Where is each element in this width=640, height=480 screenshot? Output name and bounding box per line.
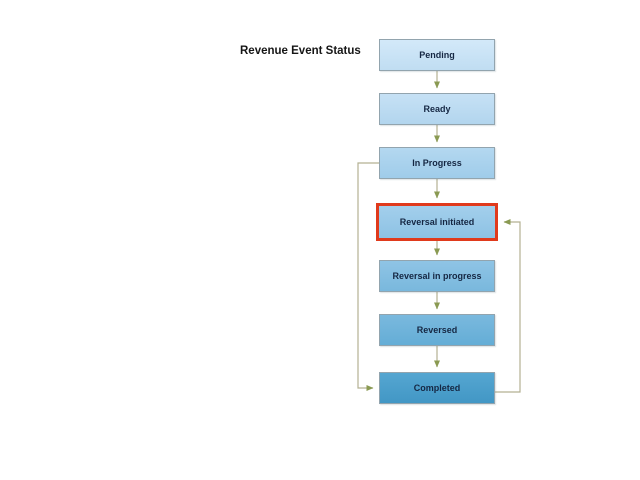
- diagram-title: Revenue Event Status: [240, 45, 361, 57]
- node-pending: Pending: [379, 39, 495, 71]
- node-in-progress: In Progress: [379, 147, 495, 179]
- node-reversed: Reversed: [379, 314, 495, 346]
- node-pending-label: Pending: [419, 50, 455, 60]
- node-completed: Completed: [379, 372, 495, 404]
- node-reversal-in-progress-label: Reversal in progress: [392, 271, 482, 281]
- edge-in-progress-bypass-to-completed-arrow: [357, 162, 379, 391]
- node-in-progress-label: In Progress: [412, 158, 462, 168]
- node-reversal-initiated-label: Reversal initiated: [399, 217, 475, 227]
- node-reversal-initiated: Reversal initiated: [376, 203, 498, 241]
- node-reversal-in-progress: Reversal in progress: [379, 260, 495, 292]
- node-ready: Ready: [379, 93, 495, 125]
- node-reversed-label: Reversed: [416, 325, 458, 335]
- edge-completed-return-to-reversal-initiated-arrow: [495, 219, 521, 393]
- node-completed-label: Completed: [413, 383, 461, 393]
- node-ready-label: Ready: [423, 104, 451, 114]
